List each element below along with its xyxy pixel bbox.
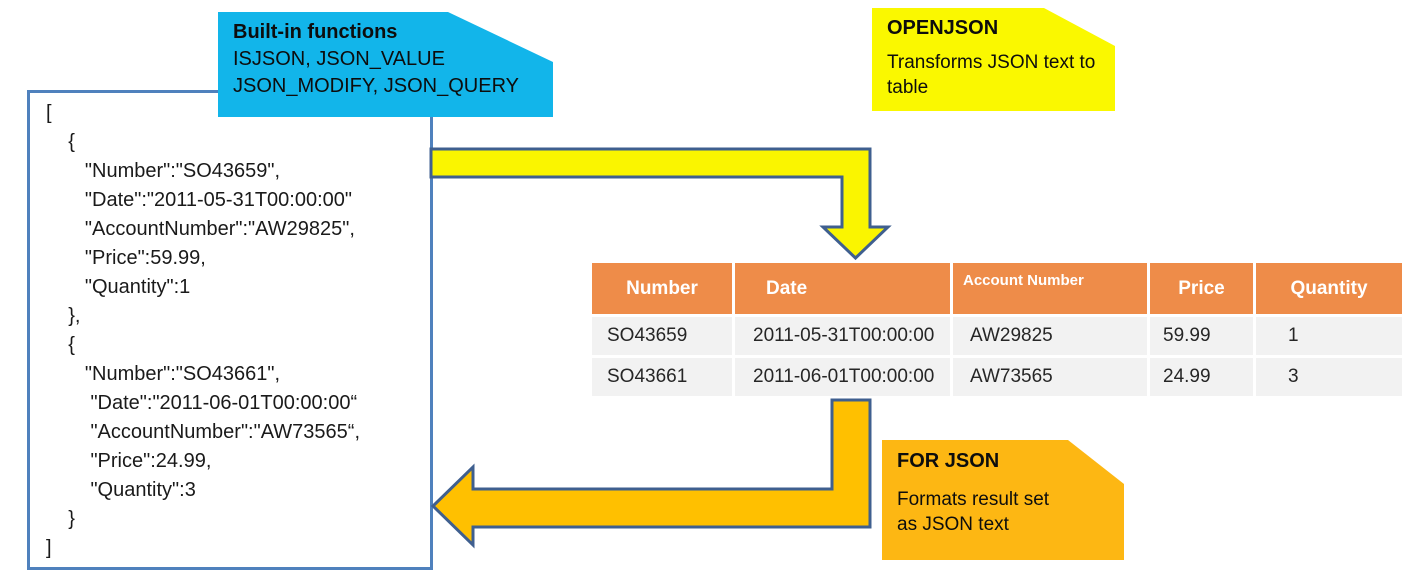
table-header-quantity: Quantity <box>1256 263 1402 314</box>
forjson-callout: FOR JSON Formats result set as JSON text <box>882 440 1124 560</box>
table-cell-date: 2011-06-01T00:00:00 <box>735 358 950 396</box>
table-cell-account-number: AW73565 <box>953 358 1147 396</box>
table-cell-date: 2011-05-31T00:00:00 <box>735 317 950 355</box>
table-cell-number: SO43661 <box>592 358 732 396</box>
forjson-description: Formats result set as JSON text <box>897 489 1050 535</box>
json-source-panel: [ { "Number":"SO43659", "Date":"2011-05-… <box>27 90 433 570</box>
builtin-functions-line1: ISJSON, JSON_VALUE <box>233 48 445 70</box>
builtin-functions-line2: JSON_MODIFY, JSON_QUERY <box>233 75 519 97</box>
table-header-price: Price <box>1150 263 1253 314</box>
table-cell-quantity: 1 <box>1256 317 1402 355</box>
table-header-date: Date <box>735 263 950 314</box>
openjson-callout: OPENJSON Transforms JSON text to table <box>872 8 1115 111</box>
builtin-functions-title: Built-in functions <box>233 21 398 43</box>
table-cell-account-number: AW29825 <box>953 317 1147 355</box>
forjson-title: FOR JSON <box>897 450 1000 472</box>
table-header-account-number: Account Number <box>953 263 1147 314</box>
openjson-arrow <box>429 147 892 261</box>
result-table: Number Date Account Number Price Quantit… <box>592 263 1408 396</box>
table-cell-number: SO43659 <box>592 317 732 355</box>
forjson-arrow <box>430 398 872 549</box>
table-cell-price: 24.99 <box>1150 358 1253 396</box>
openjson-description: Transforms JSON text to table <box>887 52 1096 98</box>
openjson-title: OPENJSON <box>887 17 999 39</box>
table-cell-price: 59.99 <box>1150 317 1253 355</box>
builtin-functions-callout: Built-in functions ISJSON, JSON_VALUE JS… <box>218 12 553 117</box>
json-source-code: [ { "Number":"SO43659", "Date":"2011-05-… <box>46 102 361 559</box>
table-cell-quantity: 3 <box>1256 358 1402 396</box>
table-header-number: Number <box>592 263 732 314</box>
